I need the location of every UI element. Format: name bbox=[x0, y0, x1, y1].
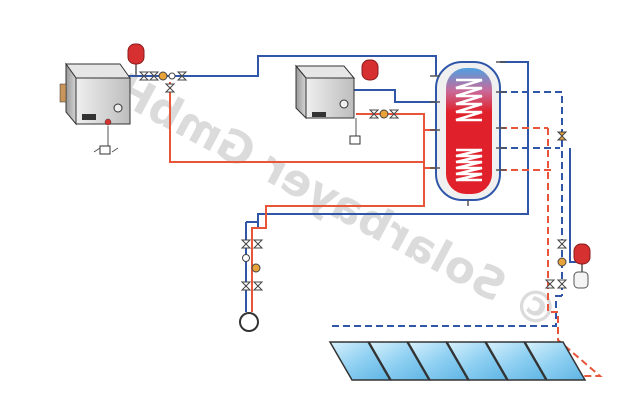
solar-collector-panel bbox=[484, 341, 548, 381]
valve-group-boiler-left bbox=[138, 71, 188, 93]
heating-circuit-pump[interactable] bbox=[239, 296, 259, 332]
solar-flow-dashed bbox=[500, 127, 603, 377]
solar-station-line bbox=[569, 148, 578, 263]
flow-pipe-boiler-center bbox=[356, 113, 436, 169]
solar-collector-panel bbox=[367, 341, 431, 381]
solar-station-valves bbox=[544, 131, 568, 289]
expansion-vessel-2 bbox=[361, 59, 379, 81]
control-unit-left bbox=[93, 126, 119, 155]
pipe-network bbox=[118, 55, 603, 377]
control-unit-center bbox=[349, 118, 361, 145]
return-pipe-tank-right bbox=[257, 61, 529, 228]
solar-collector-panel bbox=[328, 341, 392, 381]
boiler-left[interactable] bbox=[59, 62, 131, 126]
valve-group-boiler-center bbox=[368, 109, 400, 119]
valve-group-heating bbox=[240, 239, 264, 291]
solar-collector-panel bbox=[445, 341, 509, 381]
return-pipe-boiler-center bbox=[354, 89, 436, 103]
upper-heat-exchanger-coil bbox=[455, 78, 483, 122]
solar-collector-array[interactable] bbox=[328, 341, 587, 381]
buffer-tank[interactable] bbox=[430, 61, 506, 206]
solar-collector-panel bbox=[523, 341, 587, 381]
solar-return-dashed bbox=[330, 91, 563, 327]
flow-pipe-heating bbox=[251, 168, 425, 296]
solar-collector-panel bbox=[406, 341, 470, 381]
expansion-vessel-1 bbox=[127, 43, 145, 76]
lower-heat-exchanger-coil bbox=[455, 148, 483, 182]
boiler-center[interactable] bbox=[294, 64, 356, 120]
expansion-vessel-3 bbox=[573, 243, 591, 289]
return-pipe-boiler-left bbox=[118, 55, 437, 77]
